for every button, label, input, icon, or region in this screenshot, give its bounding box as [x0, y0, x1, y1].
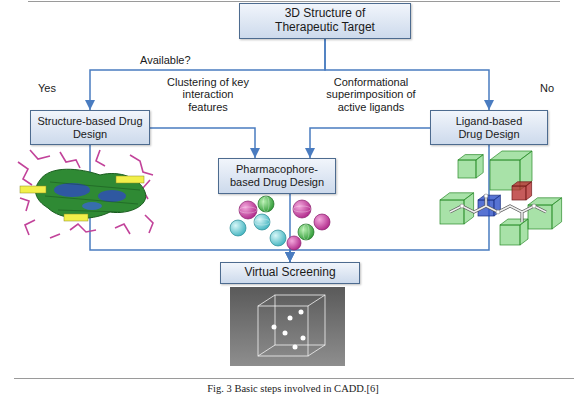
virtual-screening-picture: [272, 310, 306, 350]
pharmacophore-spheres-picture: [239, 201, 257, 219]
protein-pocket-picture: [18, 150, 153, 238]
pharmacophore-spheres-picture: [298, 224, 314, 240]
box-label: Ligand-based Drug Design: [446, 115, 532, 140]
protein-pocket-picture: [25, 220, 35, 235]
pharmacophore-spheres-picture: [254, 214, 270, 230]
process-box: Ligand-based Drug Design: [430, 110, 548, 145]
pharmacophore-spheres-picture: [258, 196, 274, 212]
protein-pocket-picture: [30, 150, 50, 159]
pharmacophore-spheres-picture: [230, 196, 330, 250]
ligand-field-picture: [440, 151, 562, 245]
process-box: Pharmacophore-based Drug Design: [218, 158, 336, 194]
protein-pocket-picture: [20, 186, 46, 193]
pharmacophore-spheres-picture: [293, 200, 311, 218]
box-label: 3D Structure of Therapeutic Target: [266, 7, 384, 35]
box-label: Structure-based Drug Design: [37, 115, 143, 140]
protein-pocket-picture: [50, 234, 60, 238]
ligand-field-picture: [460, 194, 536, 214]
protein-pocket-picture: [82, 202, 102, 210]
protein-pocket-picture: [98, 190, 126, 202]
ligand-field-picture: [476, 155, 483, 178]
page-rule: [14, 2, 574, 379]
virtual-screening-picture: [272, 325, 277, 330]
protein-pocket-picture: [145, 215, 153, 233]
ligand-field-picture: [512, 186, 526, 200]
virtual-screening-picture: [299, 310, 304, 315]
protein-pocket-picture: [18, 162, 32, 185]
pharmacophore-spheres-picture: [287, 236, 301, 250]
protein-pocket-picture: [36, 169, 146, 218]
protein-pocket-picture: [130, 155, 153, 175]
protein-pocket-picture: [18, 150, 153, 238]
ligand-field-picture: [460, 204, 464, 208]
ligand-field-picture: [458, 160, 476, 178]
pharmacophore-spheres-picture: [293, 206, 311, 212]
virtual-screening-picture: [258, 295, 275, 306]
ligand-field-picture: [450, 196, 546, 222]
ligand-field-picture: [484, 194, 488, 198]
result-box: Virtual Screening: [220, 262, 360, 284]
ligand-field-picture: [494, 195, 500, 216]
page-rule: [14, 378, 574, 379]
ligand-field-picture: [520, 219, 528, 245]
figure-caption: Fig. 3 Basic steps involved in CADD.[6]: [0, 383, 586, 394]
protein-pocket-picture: [45, 196, 138, 204]
ligand-field-picture: [478, 195, 500, 216]
protein-pocket-picture: [60, 152, 80, 168]
protein-pocket-picture: [20, 198, 29, 211]
virtual-screening-picture: [230, 287, 345, 366]
protein-pocket-picture: [96, 150, 105, 166]
flow-arrow: [310, 128, 430, 158]
virtual-screening-picture: [258, 345, 275, 356]
virtual-screening-picture: [258, 295, 325, 356]
ligand-field-picture: [526, 182, 532, 200]
virtual-screening-picture: [230, 287, 345, 366]
protein-pocket-picture: [116, 176, 144, 183]
edge-label: Yes: [38, 82, 68, 94]
flow-arrow: [150, 128, 255, 158]
ligand-field-picture: [500, 225, 520, 245]
virtual-screening-picture: [275, 295, 325, 345]
pharmacophore-spheres-picture: [314, 214, 330, 230]
ligand-field-picture: [450, 196, 546, 222]
virtual-screening-picture: [283, 331, 288, 336]
ligand-field-picture: [440, 151, 562, 245]
edge-label: No: [540, 82, 570, 94]
branch-question: Available?: [140, 54, 191, 66]
protein-pocket-picture: [58, 210, 120, 212]
virtual-screening-picture: [288, 316, 293, 321]
edge-label: Conformational superimposition of active…: [316, 76, 426, 113]
virtual-screening-picture: [301, 336, 306, 341]
page-rule: [28, 1, 560, 2]
virtual-screening-picture: [308, 295, 325, 306]
target-box: 3D Structure of Therapeutic Target: [239, 3, 411, 39]
pharmacophore-spheres-picture: [263, 196, 269, 212]
pharmacophore-spheres-picture: [230, 220, 246, 236]
pharmacophore-spheres-picture: [254, 219, 270, 225]
virtual-screening-picture: [293, 345, 298, 350]
pharmacophore-spheres-picture: [239, 196, 311, 240]
protein-pocket-picture: [45, 182, 140, 212]
ligand-field-picture: [496, 210, 500, 214]
ligand-field-picture: [552, 198, 562, 229]
protein-pocket-picture: [64, 214, 88, 221]
pharmacophore-spheres-picture: [239, 207, 257, 213]
process-box: Structure-based Drug Design: [30, 110, 150, 145]
pharmacophore-spheres-picture: [270, 230, 286, 246]
pharmacophore-spheres-picture: [303, 224, 309, 240]
ligand-field-picture: [532, 204, 536, 208]
ligand-field-picture: [512, 182, 532, 200]
box-label: Pharmacophore-based Drug Design: [225, 163, 329, 188]
box-label: Virtual Screening: [227, 266, 353, 280]
virtual-screening-picture: [308, 345, 325, 356]
protein-pocket-picture: [70, 224, 96, 232]
virtual-screening-picture: [258, 306, 308, 356]
protein-pocket-picture: [115, 224, 130, 234]
edge-label: Clustering of key interaction features: [163, 76, 253, 113]
